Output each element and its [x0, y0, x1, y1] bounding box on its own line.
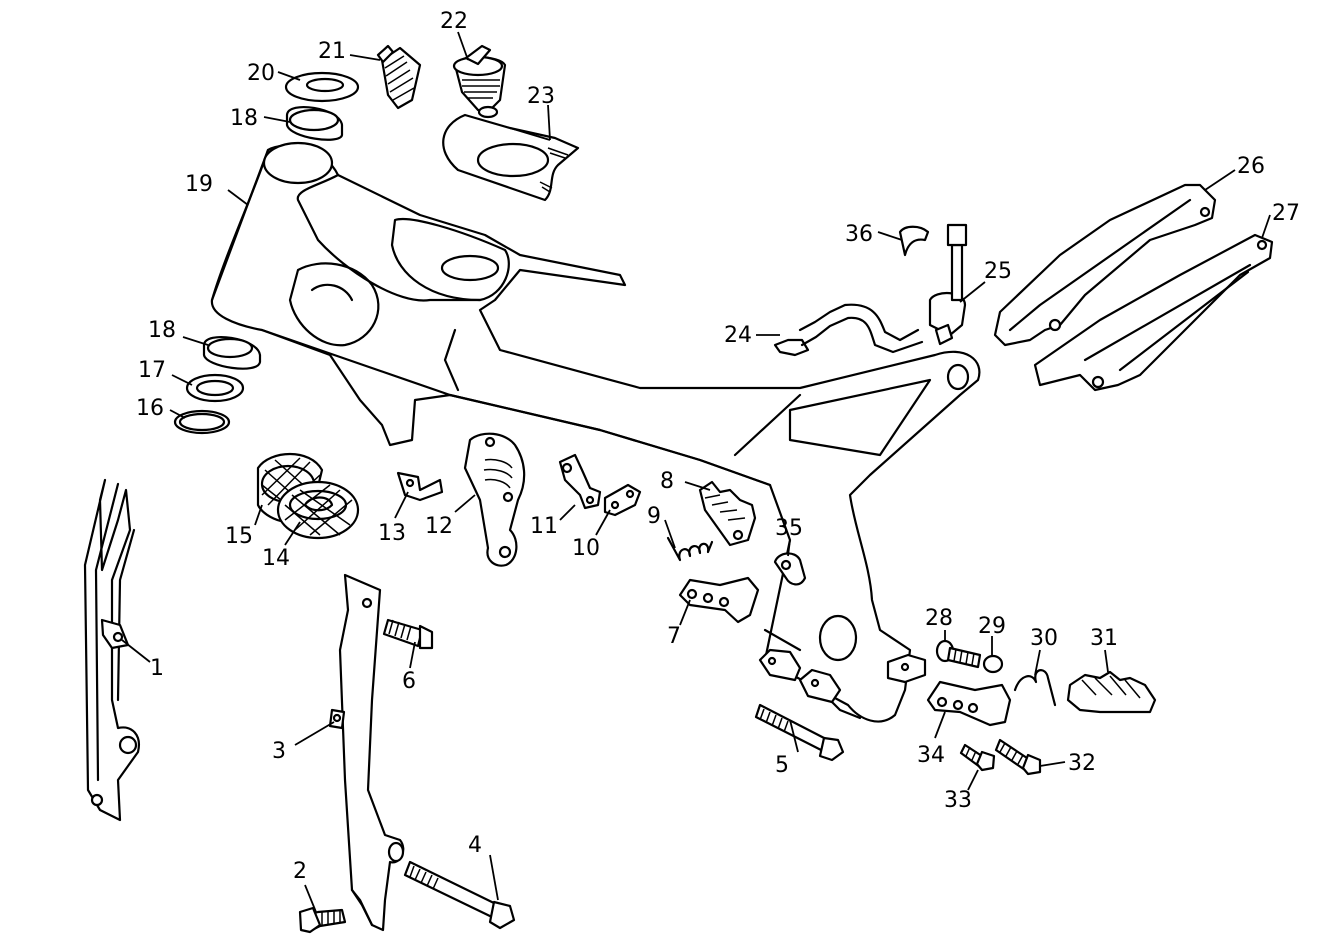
- callout-28: 28: [925, 606, 953, 631]
- bracket-13: [396, 471, 444, 502]
- chain-guide: [83, 478, 140, 822]
- callout-13: 13: [378, 521, 406, 546]
- callout-31: 31: [1090, 626, 1118, 651]
- bolt-5: [754, 703, 845, 762]
- headset-bearings: [173, 71, 360, 435]
- callout-11: 11: [530, 514, 558, 539]
- callout-26: 26: [1237, 154, 1265, 179]
- bracket-10: [603, 483, 642, 517]
- callout-2: 2: [293, 859, 307, 884]
- callout-34: 34: [917, 743, 945, 768]
- guard-12: [463, 432, 526, 567]
- bolt-28: [935, 639, 982, 669]
- bolt-6: [382, 618, 434, 650]
- fuel-line: [773, 223, 968, 357]
- callout-24: 24: [724, 323, 752, 348]
- spring-30: [1013, 669, 1057, 707]
- filler-cap: [452, 44, 507, 119]
- callout-18a: 18: [148, 318, 176, 343]
- callout-18b: 18: [230, 106, 258, 131]
- callout-16: 16: [136, 396, 164, 421]
- callout-9: 9: [647, 504, 661, 529]
- bolt-33: [959, 743, 996, 772]
- rail-27: [1033, 233, 1274, 392]
- bolt-32: [994, 738, 1042, 776]
- mount-7: [678, 576, 760, 624]
- callout-17: 17: [138, 358, 166, 383]
- footpeg-8: [698, 480, 757, 547]
- callout-6: 6: [402, 669, 416, 694]
- rail-26: [993, 183, 1217, 347]
- callout-19: 19: [185, 172, 213, 197]
- callout-35: 35: [775, 516, 803, 541]
- chain-slider: [328, 573, 405, 932]
- callout-33: 33: [944, 788, 972, 813]
- callout-12: 12: [425, 514, 453, 539]
- footpeg-31: [1066, 670, 1157, 714]
- bearing-14: [276, 480, 360, 540]
- callout-22: 22: [440, 9, 468, 34]
- callout-27: 27: [1272, 201, 1300, 226]
- rubber-boot: [376, 44, 422, 110]
- callout-14: 14: [262, 546, 290, 571]
- callout-10: 10: [572, 536, 600, 561]
- bolt-2: [298, 906, 347, 934]
- bracket-11: [558, 453, 602, 510]
- callout-30: 30: [1030, 626, 1058, 651]
- callout-32: 32: [1068, 751, 1096, 776]
- washer-35: [773, 552, 807, 586]
- callout-5: 5: [775, 753, 789, 778]
- callout-23: 23: [527, 84, 555, 109]
- callout-8: 8: [660, 469, 674, 494]
- mount-34: [926, 680, 1012, 727]
- callout-21: 21: [318, 39, 346, 64]
- bolt-4: [403, 860, 516, 930]
- callout-25: 25: [984, 259, 1012, 284]
- pivot-mounts: [758, 648, 1004, 704]
- callout-36: 36: [845, 222, 873, 247]
- callout-3: 3: [272, 739, 286, 764]
- callout-7: 7: [667, 624, 681, 649]
- callout-29: 29: [978, 614, 1006, 639]
- leader-lines: [121, 31, 1271, 913]
- spring-9: [666, 536, 714, 562]
- plate-23: [442, 113, 580, 202]
- callout-labels: 1 2 3 4 5 6 7 8 9 10 11 12 13 14 15 16 1…: [136, 9, 1300, 884]
- callout-4: 4: [468, 833, 482, 858]
- callout-15: 15: [225, 524, 253, 549]
- callout-1: 1: [150, 656, 164, 681]
- callout-20: 20: [247, 61, 275, 86]
